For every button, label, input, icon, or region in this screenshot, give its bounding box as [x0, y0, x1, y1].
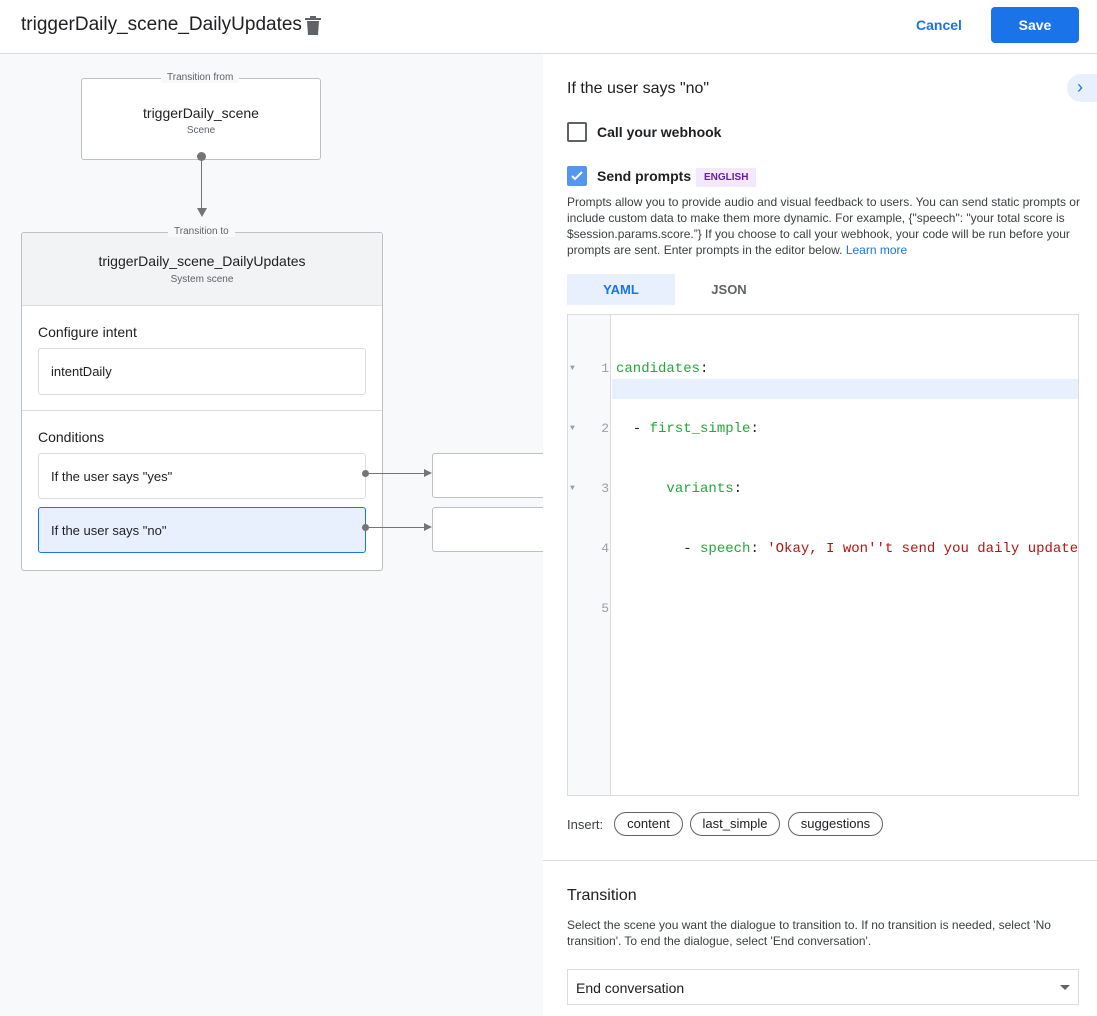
condition-no[interactable]: If the user says "no" — [38, 507, 366, 553]
transition-from-label: Transition from — [161, 72, 240, 83]
condition-yes[interactable]: If the user says "yes" — [38, 453, 366, 499]
prompts-description: Prompts allow you to provide audio and v… — [567, 195, 1080, 257]
header: triggerDaily_scene_DailyUpdates Cancel S… — [0, 0, 1097, 54]
save-button[interactable]: Save — [991, 7, 1079, 43]
intent-item[interactable]: intentDaily — [38, 348, 366, 395]
connector-line — [369, 473, 425, 474]
trash-icon[interactable] — [305, 15, 321, 35]
connector-dot — [197, 152, 206, 161]
transition-heading: Transition — [567, 887, 637, 904]
transition-select-value: End conversation — [576, 980, 685, 996]
page-title: triggerDaily_scene_DailyUpdates — [21, 14, 302, 35]
to-scene-type: System scene — [170, 274, 234, 285]
insert-label: Insert: — [567, 817, 604, 832]
chevron-right-icon[interactable]: › — [1067, 74, 1097, 102]
webhook-checkbox[interactable] — [567, 122, 587, 142]
language-badge: ENGLISH — [696, 168, 757, 187]
send-prompts-label: Send prompts — [597, 168, 692, 184]
code-editor[interactable]: ▼1 ▼2 ▼3 4 5 candidates: - first_simple:… — [567, 314, 1079, 796]
divider — [543, 860, 1097, 861]
check-icon — [571, 171, 583, 181]
webhook-label: Call your webhook — [597, 124, 722, 140]
from-scene-type: Scene — [186, 125, 216, 136]
arrow-down-icon — [197, 208, 207, 217]
connector-line — [369, 527, 425, 528]
connector-dot — [362, 470, 369, 477]
arrow-right-icon — [424, 523, 432, 531]
target-node-yes[interactable] — [432, 453, 543, 498]
editor-gutter — [568, 315, 611, 795]
transition-to-node: triggerDaily_scene_DailyUpdates System s… — [21, 232, 383, 571]
cancel-button[interactable]: Cancel — [900, 8, 978, 42]
transition-from-node[interactable]: triggerDaily_scene Scene — [81, 78, 321, 160]
transition-to-label: Transition to — [168, 226, 235, 237]
send-prompts-checkbox[interactable] — [567, 166, 587, 186]
target-node-no[interactable] — [432, 507, 543, 552]
conditions-heading: Conditions — [38, 429, 105, 445]
insert-chip-last-simple[interactable]: last_simple — [690, 812, 780, 836]
panel-heading: If the user says "no" — [567, 80, 710, 97]
from-scene-name: triggerDaily_scene — [143, 105, 259, 121]
insert-chip-suggestions[interactable]: suggestions — [788, 812, 883, 836]
learn-more-link[interactable]: Learn more — [845, 243, 908, 257]
connector-line — [201, 160, 202, 208]
connector-dot — [362, 524, 369, 531]
tab-json[interactable]: JSON — [711, 282, 747, 297]
code-content: candidates: - first_simple: variants: - … — [616, 361, 1078, 557]
flow-canvas: triggerDaily_scene Scene Transition from… — [0, 54, 543, 1016]
arrow-right-icon — [424, 469, 432, 477]
dropdown-arrow-icon — [1060, 985, 1070, 990]
transition-description: Select the scene you want the dialogue t… — [567, 918, 1051, 948]
detail-panel: › If the user says "no" Call your webhoo… — [543, 54, 1097, 1016]
configure-intent-heading: Configure intent — [38, 324, 137, 340]
insert-chip-content[interactable]: content — [614, 812, 683, 836]
active-line-highlight — [612, 379, 1078, 399]
to-scene-name: triggerDaily_scene_DailyUpdates — [98, 253, 306, 269]
tab-yaml[interactable]: YAML — [567, 274, 675, 305]
transition-select[interactable]: End conversation — [567, 969, 1079, 1005]
